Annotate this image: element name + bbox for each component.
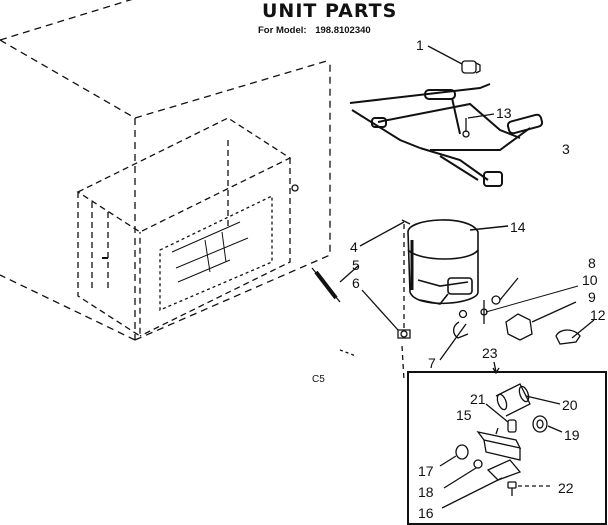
part-23-leader — [493, 361, 497, 373]
part-18-bushing — [443, 459, 483, 489]
wiring-harness — [349, 83, 544, 187]
callout-20: 20 — [562, 397, 578, 413]
compartment-components — [171, 221, 249, 283]
part-4-bolt — [359, 219, 411, 381]
callout-9: 9 — [588, 289, 596, 305]
part-8-relay — [491, 277, 519, 305]
callout-16: 16 — [418, 505, 434, 521]
part-12-bracket — [555, 319, 595, 345]
callout-5: 5 — [352, 257, 360, 273]
model-number: 198.8102340 — [315, 25, 371, 36]
callout-3: 3 — [562, 141, 570, 157]
part-15-bracket — [476, 427, 522, 461]
callout-10: 10 — [582, 272, 598, 288]
part-5-drier — [311, 265, 359, 303]
compressor — [407, 219, 509, 305]
part-16-plate — [441, 459, 522, 509]
callout-23: 23 — [482, 345, 498, 361]
compartment-grille — [159, 194, 273, 311]
callout-14: 14 — [510, 219, 526, 235]
cabinet-screw — [291, 184, 299, 192]
part-6-grommet — [361, 289, 411, 339]
diagram-code: C5 — [312, 374, 325, 385]
callout-22: 22 — [558, 480, 574, 496]
callout-21: 21 — [470, 391, 486, 407]
callout-18: 18 — [418, 484, 434, 500]
callout-8: 8 — [588, 255, 596, 271]
part-17-grommet — [439, 444, 469, 467]
part-9-capacitor — [505, 301, 577, 341]
page-title: UNIT PARTS — [262, 0, 398, 22]
callout-15: 15 — [456, 407, 472, 423]
callout-labels: 1 13 3 14 4 5 6 8 10 9 12 7 23 21 20 15 … — [312, 37, 606, 521]
callout-1: 1 — [416, 37, 424, 53]
part-13-screw — [462, 113, 495, 138]
callout-7: 7 — [428, 355, 436, 371]
part-22-screw — [507, 481, 552, 496]
callout-17: 17 — [418, 463, 434, 479]
part-10-clip — [480, 285, 579, 324]
part-19-cap — [532, 415, 563, 433]
callout-13: 13 — [496, 105, 512, 121]
part-21-fitting — [485, 403, 517, 433]
part-7-overload — [439, 309, 469, 361]
part-20-cylinder — [495, 383, 561, 417]
cabinet-outline — [0, 0, 331, 341]
compressor-compartment — [76, 117, 292, 338]
callout-12: 12 — [590, 307, 606, 323]
model-label: For Model: — [258, 25, 307, 36]
callout-19: 19 — [564, 427, 580, 443]
callout-6: 6 — [352, 275, 360, 291]
part-1-cap — [427, 45, 481, 74]
part-23-kit-box — [407, 371, 607, 525]
callout-4: 4 — [350, 239, 358, 255]
model-line: For Model: 198.8102340 — [258, 25, 371, 36]
